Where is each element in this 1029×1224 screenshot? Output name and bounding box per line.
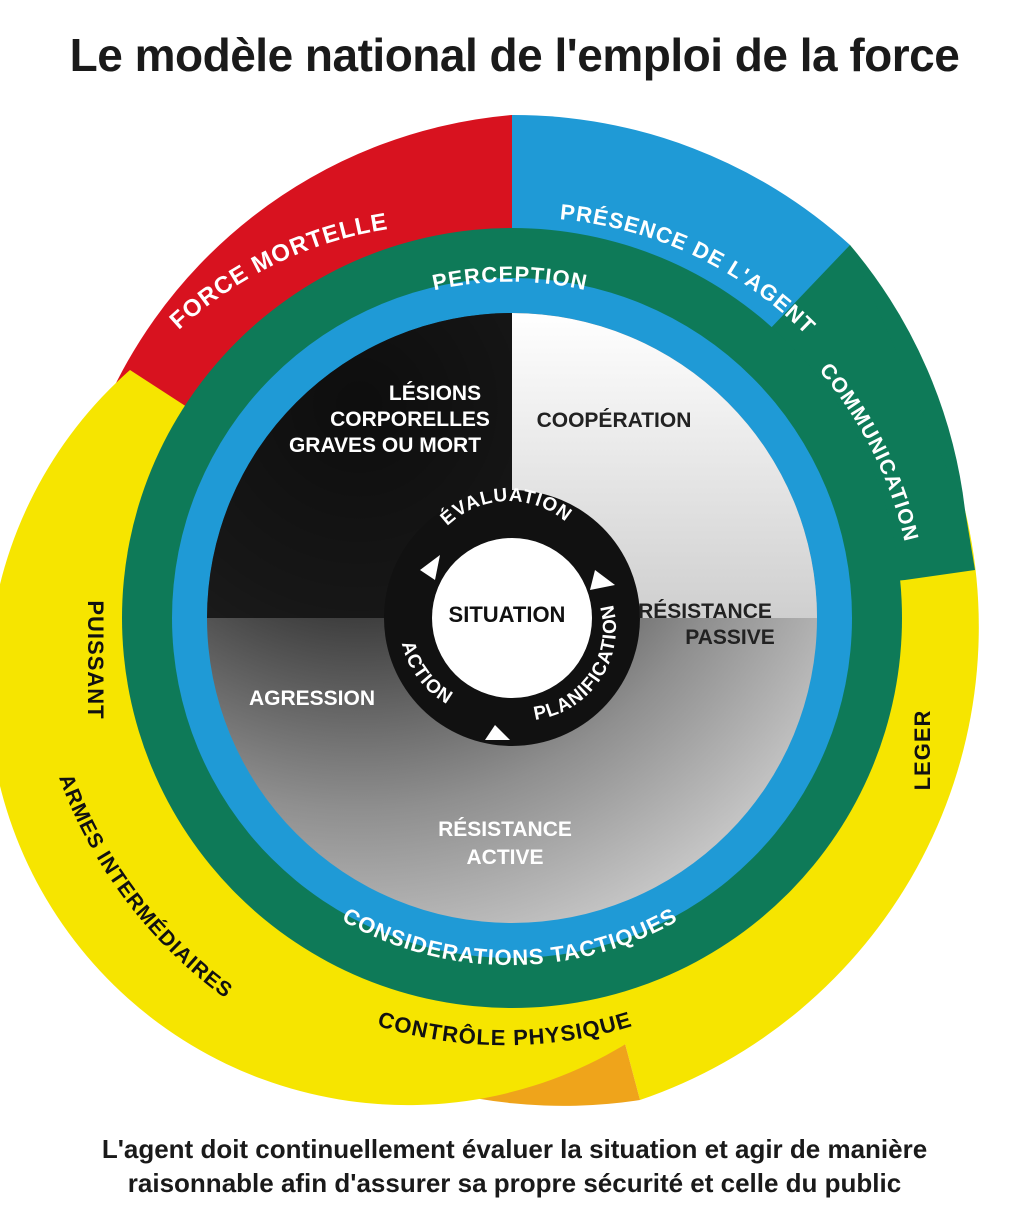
cycle-arrow-icon	[420, 555, 440, 580]
caption: L'agent doit continuellement évaluer la …	[0, 1132, 1029, 1200]
label-resistance-active-1: RÉSISTANCE	[438, 818, 572, 841]
caption-line-2: raisonnable afin d'assurer sa propre séc…	[127, 1168, 902, 1198]
label-resistance-passive-1: RÉSISTANCE	[638, 600, 772, 623]
label-lesions-2: CORPORELLES	[330, 408, 490, 431]
use-of-force-model-diagram: FORCE MORTELLE PRÉSENCE DE L'AGENT COMMU…	[0, 114, 979, 1106]
label-puissant: PUISSANT	[83, 600, 108, 719]
label-situation: SITUATION	[449, 602, 566, 627]
caption-line-1: L'agent doit continuellement évaluer la …	[101, 1134, 928, 1164]
label-resistance-active-2: ACTIVE	[466, 846, 543, 869]
label-lesions-1: LÉSIONS	[389, 382, 481, 405]
cycle-arrow-icon	[590, 570, 615, 590]
page-title: Le modèle national de l'emploi de la for…	[69, 29, 960, 81]
label-agression: AGRESSION	[249, 687, 375, 710]
center-situation	[432, 538, 592, 698]
label-leger: LEGER	[910, 710, 935, 791]
label-cooperation: COOPÉRATION	[537, 409, 692, 432]
cycle-arrow-icon	[485, 725, 510, 740]
label-lesions-3: GRAVES OU MORT	[289, 434, 481, 457]
label-resistance-passive-2: PASSIVE	[685, 626, 774, 649]
